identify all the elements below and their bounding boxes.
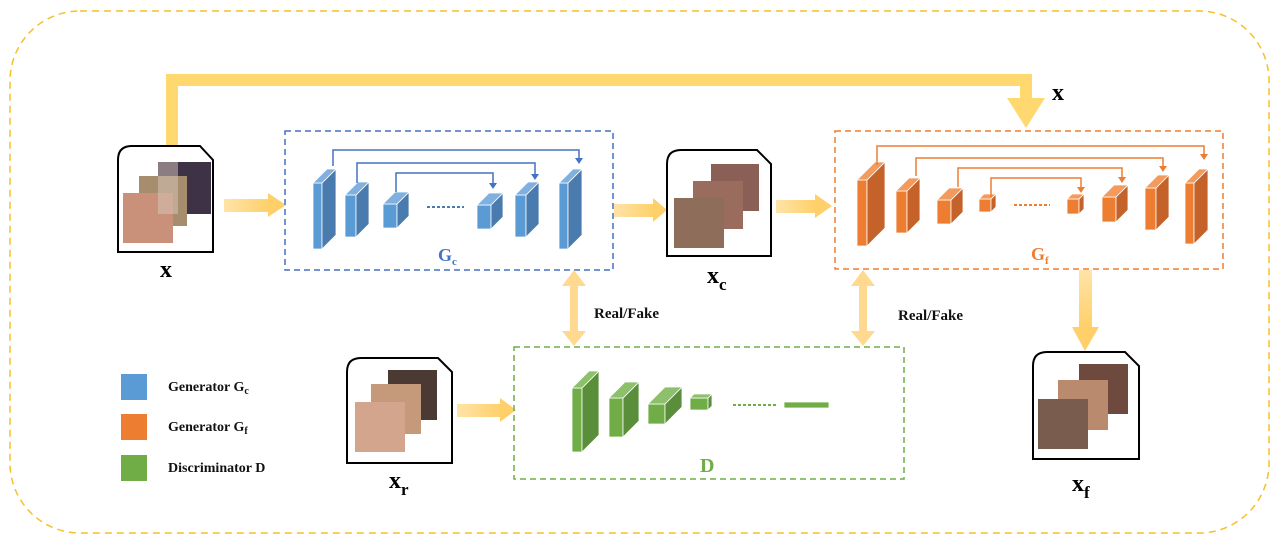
arrowhead	[268, 193, 286, 217]
arrowhead	[653, 198, 667, 222]
gc-layer-block	[476, 192, 504, 230]
gc-layer-block	[344, 181, 370, 238]
image-holder-xc	[666, 149, 772, 257]
real-fake-arrow-gf-d	[851, 270, 875, 346]
gf-layer-block	[856, 161, 886, 247]
image-holder-xr	[346, 357, 453, 464]
flow-arrow-x-gc	[224, 199, 269, 212]
gf-layer-block	[1066, 193, 1085, 215]
xc-label: xc	[707, 263, 727, 294]
d-layer-block	[689, 393, 713, 411]
gc-skip-arrowheads	[489, 158, 583, 189]
legend-label-d: Discriminator D	[168, 461, 265, 476]
gc-layer-block	[312, 168, 337, 250]
flow-arrow-xc-gf	[776, 200, 816, 213]
xf-label: xf	[1072, 471, 1090, 502]
face-image	[355, 402, 405, 452]
x-input-label: x	[160, 257, 172, 283]
gf-layer-block	[1184, 168, 1209, 245]
gf-layer-block	[936, 187, 964, 225]
face-image	[674, 198, 724, 248]
gc-layer-block	[514, 181, 540, 238]
flow-arrow-gc-xc	[614, 204, 654, 217]
legend-label-gc: Generator Gc	[168, 380, 249, 397]
d-module-box	[513, 346, 905, 480]
arrowhead	[815, 194, 832, 218]
flow-arrow-xr-d	[457, 404, 502, 417]
legend-swatch-gf	[121, 414, 147, 440]
gf-module-box	[834, 130, 1224, 270]
real-fake-arrow-gc-d	[562, 270, 586, 346]
gc-layer-block	[382, 191, 410, 229]
gf-skip-connections	[876, 145, 1205, 197]
d-output-bar	[783, 401, 830, 409]
gf-label: Gf	[1031, 244, 1049, 267]
face-image	[1038, 399, 1088, 449]
gc-label: Gc	[438, 245, 457, 268]
image-holder-x	[117, 145, 214, 253]
gf-layer-block	[1101, 184, 1129, 223]
x-top-label: x	[1052, 80, 1064, 106]
d-label: D	[700, 455, 714, 477]
legend-label-gf: Generator Gf	[168, 420, 248, 437]
arrowhead	[500, 398, 516, 422]
real-fake-label-2: Real/Fake	[898, 308, 963, 324]
outer-frame	[9, 10, 1270, 534]
skip-connection-x	[166, 74, 1032, 148]
gc-layer-block	[558, 168, 583, 250]
legend: Generator Gc Generator Gf Discriminator …	[121, 374, 265, 481]
d-layer-blocks	[571, 370, 713, 453]
flow-arrow-gf-xf	[1079, 270, 1092, 328]
gf-layer-block	[1144, 174, 1170, 231]
legend-swatch-gc	[121, 374, 147, 400]
gf-layer-block	[978, 193, 997, 213]
skip-arrowhead	[1007, 98, 1045, 128]
legend-swatch-d	[121, 455, 147, 481]
gf-layer-block	[895, 177, 921, 234]
d-layer-block	[647, 386, 683, 425]
d-layer-block	[571, 370, 600, 453]
xr-label: xr	[389, 468, 409, 499]
gc-layer-blocks	[312, 168, 583, 250]
d-layer-block	[608, 381, 640, 438]
gc-module-box	[284, 130, 614, 271]
gf-skip-arrowheads	[1077, 154, 1208, 193]
image-holder-xf	[1032, 351, 1140, 460]
real-fake-label-1: Real/Fake	[594, 306, 659, 322]
gc-skip-connections	[332, 149, 580, 192]
arrowhead	[1072, 327, 1099, 351]
gf-layer-blocks	[856, 161, 1209, 247]
